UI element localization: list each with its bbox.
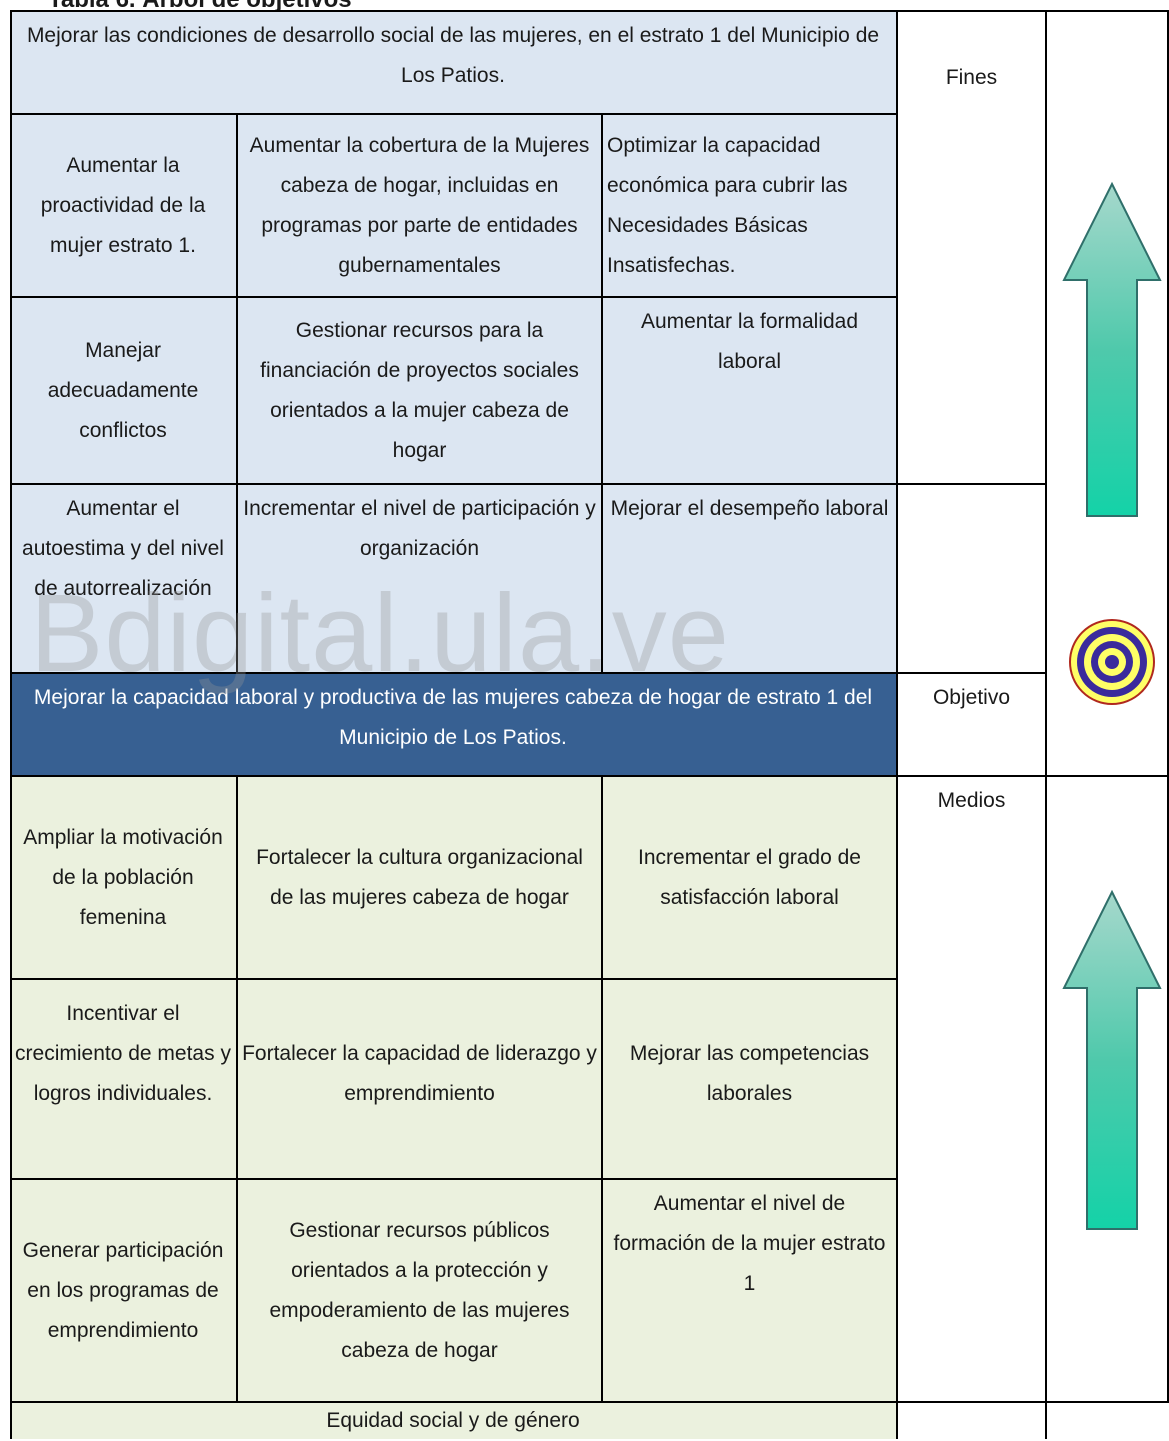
table-title: Tabla 6. Árbol de objetivos <box>48 0 352 14</box>
objetivo-cell: Mejorar la capacidad laboral y productiv… <box>10 674 898 777</box>
target-icon <box>1069 619 1155 705</box>
medios-r1-c1: Ampliar la motivación de la población fe… <box>10 777 238 980</box>
fines-r1-c1: Aumentar la proactividad de la mujer est… <box>10 115 238 298</box>
medios-r3-c3: Aumentar el nivel de formación de la muj… <box>603 1180 898 1403</box>
table-border-left <box>10 10 12 1439</box>
fines-r1-c3: Optimizar la capacidad económica para cu… <box>603 115 898 298</box>
medios-label: Medios <box>898 777 1047 1403</box>
fines-main-cell: Mejorar las condiciones de desarrollo so… <box>10 12 898 115</box>
medios-r3-c1: Generar participación en los programas d… <box>10 1180 238 1403</box>
fines-r3-c1: Aumentar el autoestima y del nivel de au… <box>10 485 238 674</box>
medios-r2-c1: Incentivar el crecimiento de metas y log… <box>10 980 238 1180</box>
medios-r2-c2: Fortalecer la capacidad de liderazgo y e… <box>238 980 603 1180</box>
fines-r3-c3: Mejorar el desempeño laboral <box>603 485 898 674</box>
medios-r2-c3: Mejorar las competencias laborales <box>603 980 898 1180</box>
up-arrow-icon <box>1062 889 1162 1230</box>
medios-r1-c3: Incrementar el grado de satisfacción lab… <box>603 777 898 980</box>
medios-r3-c2: Gestionar recursos públicos orientados a… <box>238 1180 603 1403</box>
objetivo-label: Objetivo <box>898 674 1047 777</box>
fines-label: Fines <box>898 12 1047 485</box>
up-arrow-icon <box>1062 181 1162 517</box>
fines-r2-c3: Aumentar la formalidad laboral <box>603 298 898 485</box>
fines-r2-c1: Manejar adecuadamente conflictos <box>10 298 238 485</box>
fines-r1-c2: Aumentar la cobertura de la Mujeres cabe… <box>238 115 603 298</box>
objectives-tree-table: Mejorar las condiciones de desarrollo so… <box>10 10 1169 1439</box>
footer-blank-1 <box>898 1403 1047 1439</box>
footer-cell: Equidad social y de género <box>10 1403 898 1439</box>
footer-blank-2 <box>1047 1403 1169 1439</box>
fines-r3-c2: Incrementar el nivel de participación y … <box>238 485 603 674</box>
medios-r1-c2: Fortalecer la cultura organizacional de … <box>238 777 603 980</box>
fines-r2-c2: Gestionar recursos para la financiación … <box>238 298 603 485</box>
table-border-top <box>10 10 1169 12</box>
fines-label-blank <box>898 485 1047 674</box>
